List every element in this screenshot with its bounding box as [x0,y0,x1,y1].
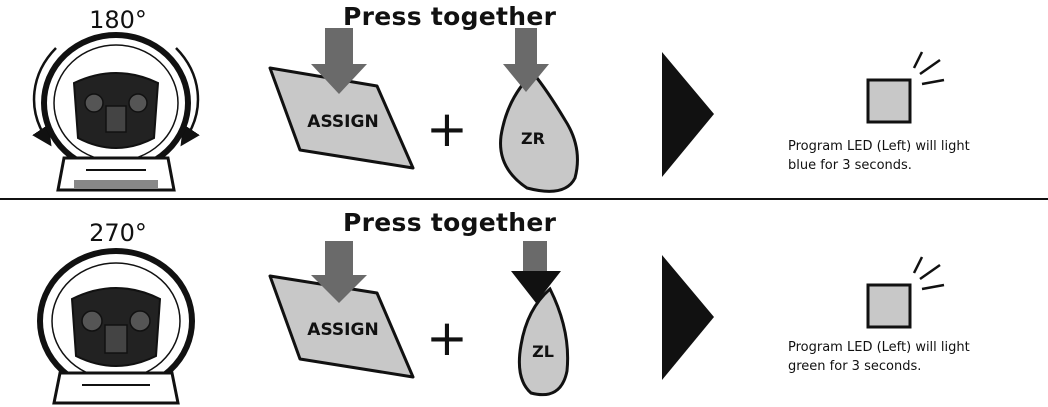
press-arrow-icon [311,28,367,94]
plus-sign: + [426,100,468,158]
result-arrow-icon [662,255,714,380]
rotation-angle: 180° [89,6,147,34]
row-180: 180° Press together ASSIGN [0,0,1048,203]
zl-trigger-icon: ZL [517,286,570,397]
result-line-2: blue for 3 seconds. [788,158,912,173]
assign-button-icon: ASSIGN [268,274,415,379]
result-description: Program LED (Left) will light green for … [788,338,1038,376]
zr-label: ZR [521,129,545,148]
button-combo: ASSIGN + ZR [268,28,579,193]
program-led-icon [866,51,945,124]
instruction-title: Press together [343,208,557,237]
zr-trigger-icon: ZR [499,70,579,193]
program-led-icon [866,256,945,329]
button-combo: ASSIGN + ZL [268,241,570,397]
steering-wheel-icon [32,32,200,192]
result-arrow-icon [662,52,714,177]
press-arrow-icon [511,241,561,303]
steering-wheel-icon [37,248,195,405]
instruction-title: Press together [343,2,557,31]
result-line-2: green for 3 seconds. [788,359,922,374]
plus-sign: + [426,309,468,367]
press-arrow-icon [311,241,367,303]
result-description: Program LED (Left) will light blue for 3… [788,137,1038,175]
result-line-1: Program LED (Left) will light [788,139,970,154]
zl-label: ZL [532,342,554,361]
assign-label: ASSIGN [307,112,378,132]
assign-label: ASSIGN [307,320,378,340]
row-divider [0,198,1048,200]
row-270: 270° Press together ASSIGN + [0,203,1048,406]
press-arrow-icon [503,28,549,92]
result-line-1: Program LED (Left) will light [788,340,970,355]
rotation-angle: 270° [89,219,147,247]
